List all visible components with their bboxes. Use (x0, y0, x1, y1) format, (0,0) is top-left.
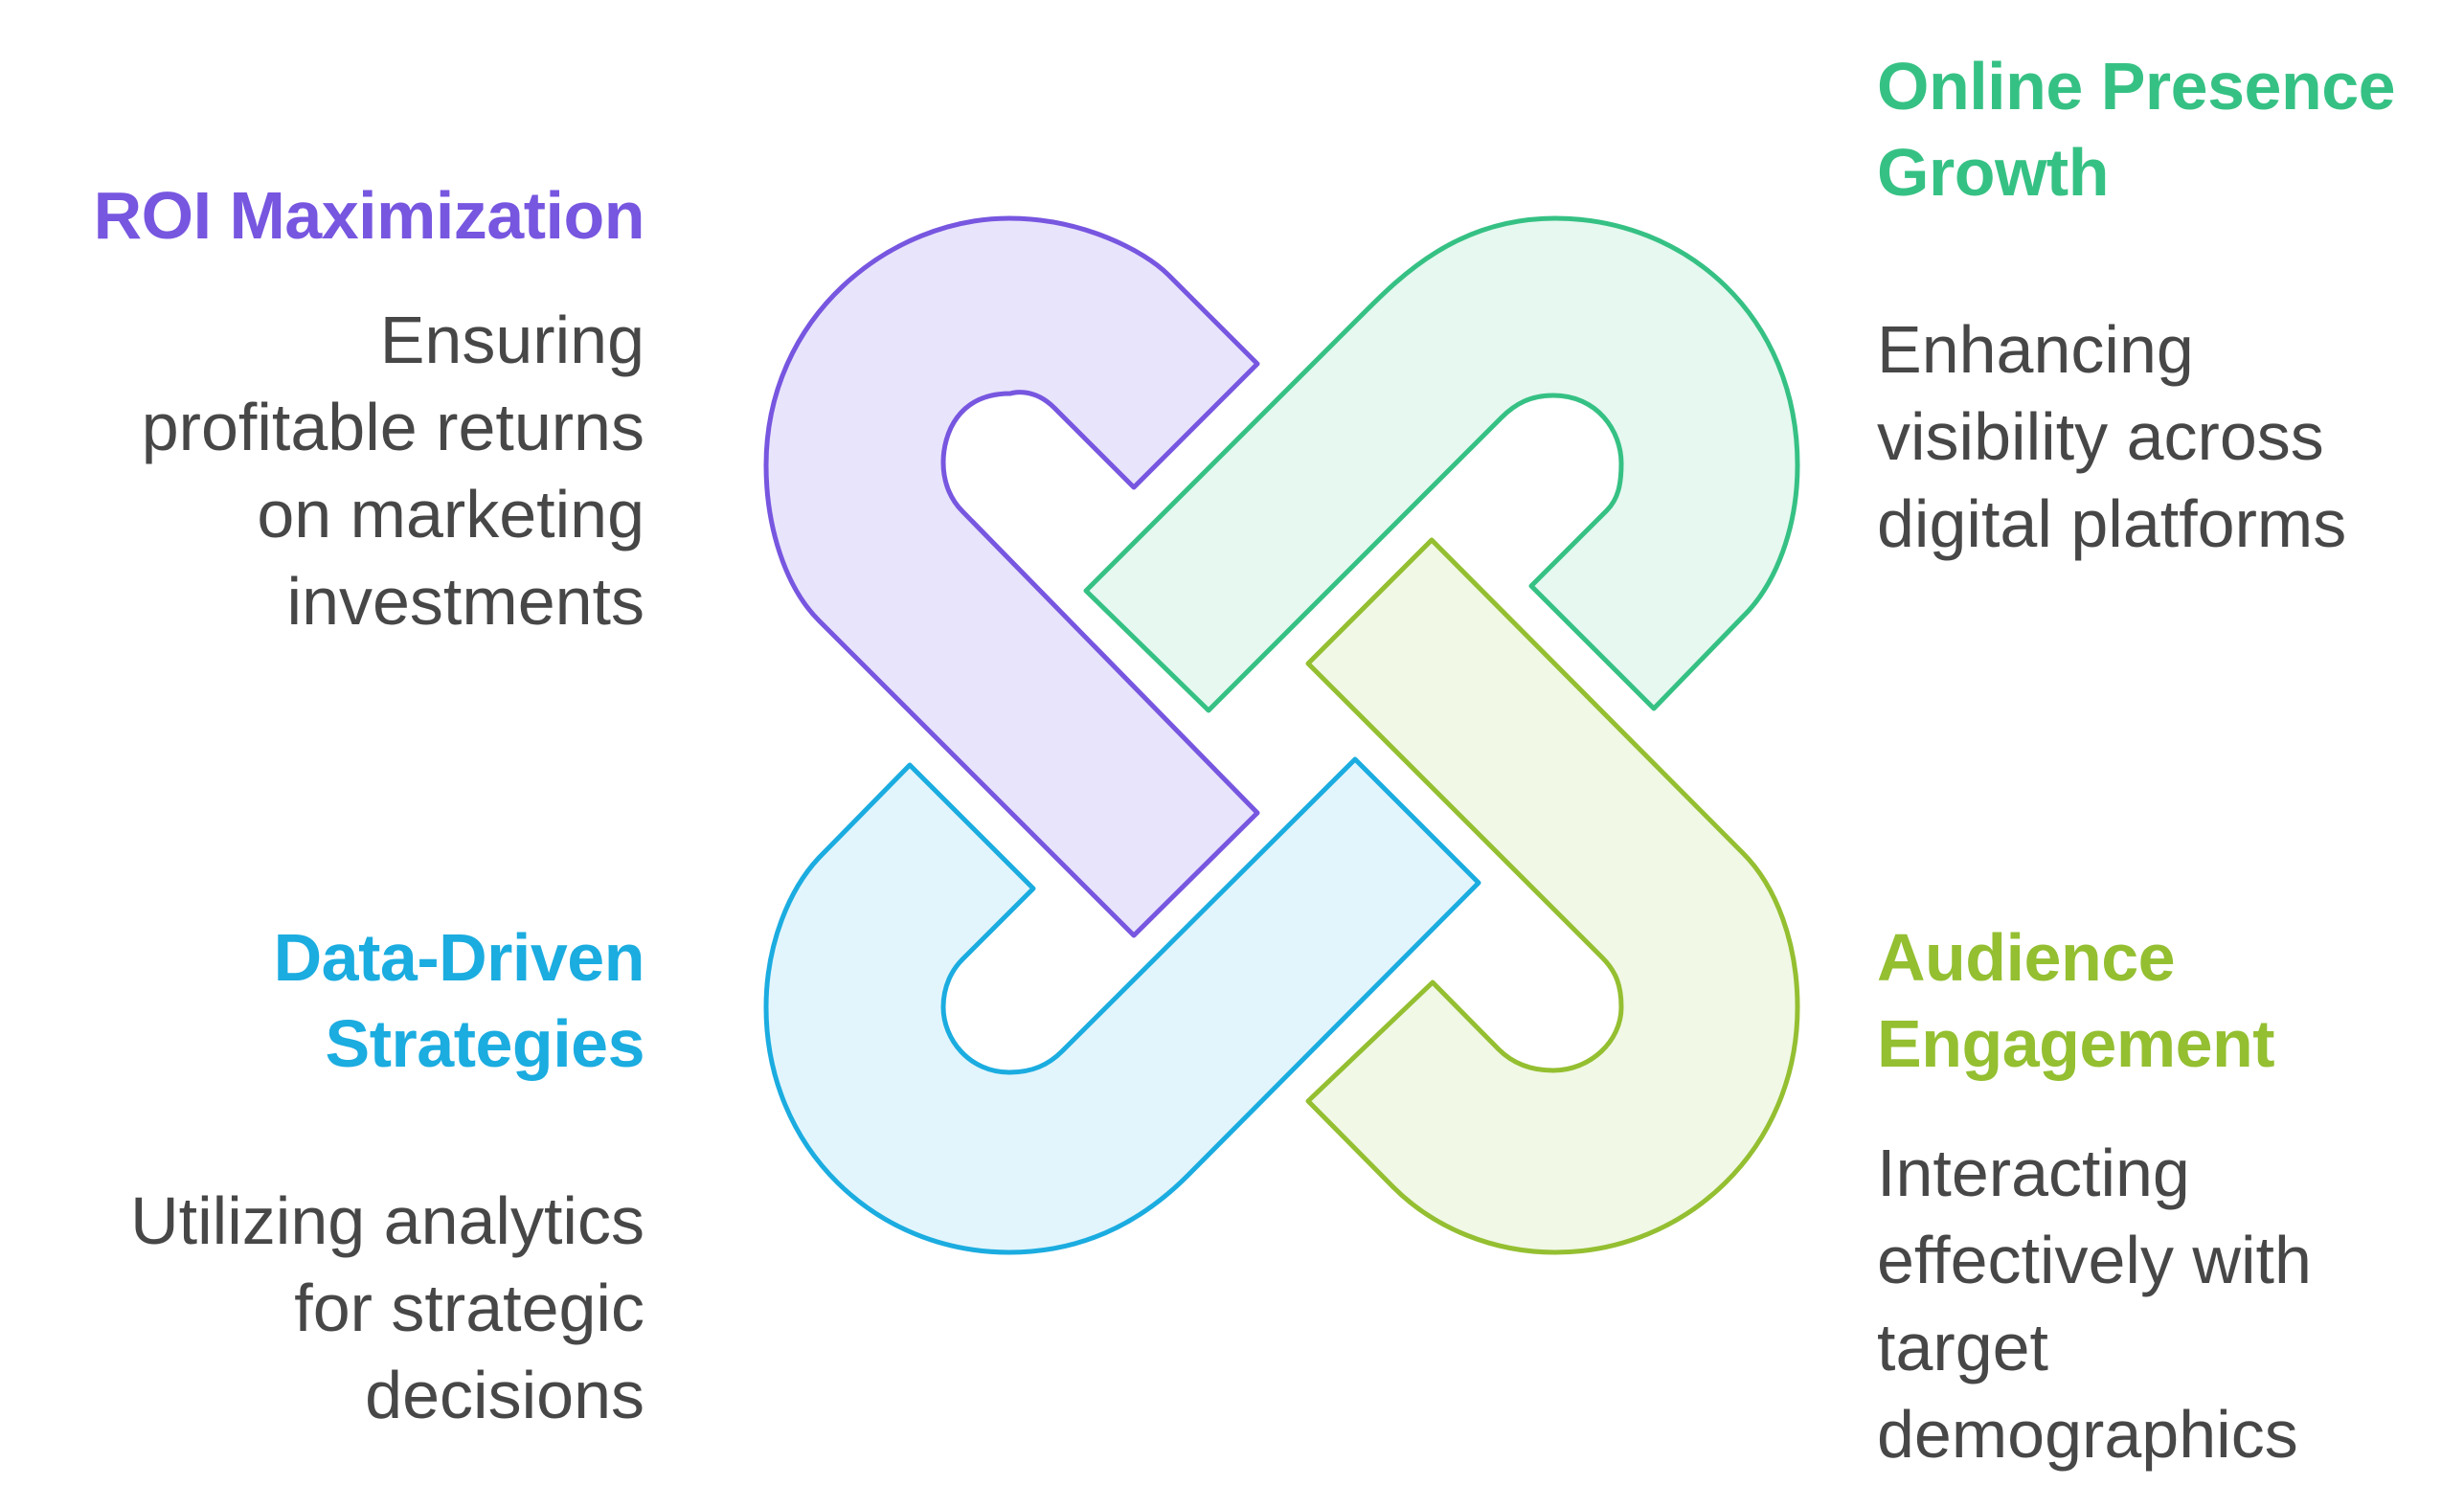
title-line: Online Presence (1877, 49, 2396, 124)
roi-maximization-link-shape (763, 215, 1260, 938)
title-line: Strategies (325, 1006, 645, 1081)
desc-line: on marketing (257, 477, 644, 551)
desc-line: for strategic (294, 1271, 644, 1345)
data-driven-description: Utilizing analytics for strategic decisi… (0, 1178, 644, 1439)
desc-line: demographics (1877, 1397, 2298, 1472)
desc-line: Interacting (1877, 1136, 2190, 1210)
desc-line: effectively with (1877, 1223, 2312, 1297)
online-presence-title: Online Presence Growth (1877, 43, 2452, 215)
title-line: Engagement (1877, 1006, 2275, 1081)
roi-maximization-description: Ensuring profitable returns on marketing… (0, 297, 644, 645)
data-driven-block: Data-Driven Strategies Utilizing analyti… (0, 914, 644, 1439)
desc-line: decisions (365, 1358, 644, 1432)
title-line: Audience (1877, 920, 2176, 995)
roi-maximization-block: ROI Maximization Ensuring profitable ret… (0, 172, 645, 645)
online-presence-block: Online Presence Growth Enhancing visibil… (1877, 43, 2452, 568)
desc-line: digital platforms (1877, 486, 2347, 561)
desc-line: Ensuring (379, 303, 644, 377)
title-line: Data-Driven (273, 920, 645, 995)
desc-line: investments (286, 564, 644, 639)
audience-engagement-block: Audience Engagement Interacting effectiv… (1877, 914, 2452, 1478)
desc-line: profitable returns (141, 390, 644, 464)
online-presence-link-shape (1083, 215, 1800, 713)
desc-line: visibility across (1877, 399, 2324, 474)
audience-engagement-link-shape (1305, 537, 1800, 1255)
audience-engagement-title: Audience Engagement (1877, 914, 2452, 1087)
desc-line: Enhancing (1877, 312, 2194, 387)
title-line: Growth (1877, 135, 2109, 210)
data-driven-title: Data-Driven Strategies (0, 914, 645, 1087)
desc-line: Utilizing analytics (130, 1183, 644, 1258)
desc-line: target (1877, 1310, 2048, 1384)
audience-engagement-description: Interacting effectively with target demo… (1877, 1130, 2452, 1478)
roi-maximization-title: ROI Maximization (0, 172, 645, 259)
title-line: ROI Maximization (93, 178, 645, 253)
online-presence-description: Enhancing visibility across digital plat… (1877, 306, 2452, 568)
data-driven-link-outline (763, 756, 1481, 1255)
